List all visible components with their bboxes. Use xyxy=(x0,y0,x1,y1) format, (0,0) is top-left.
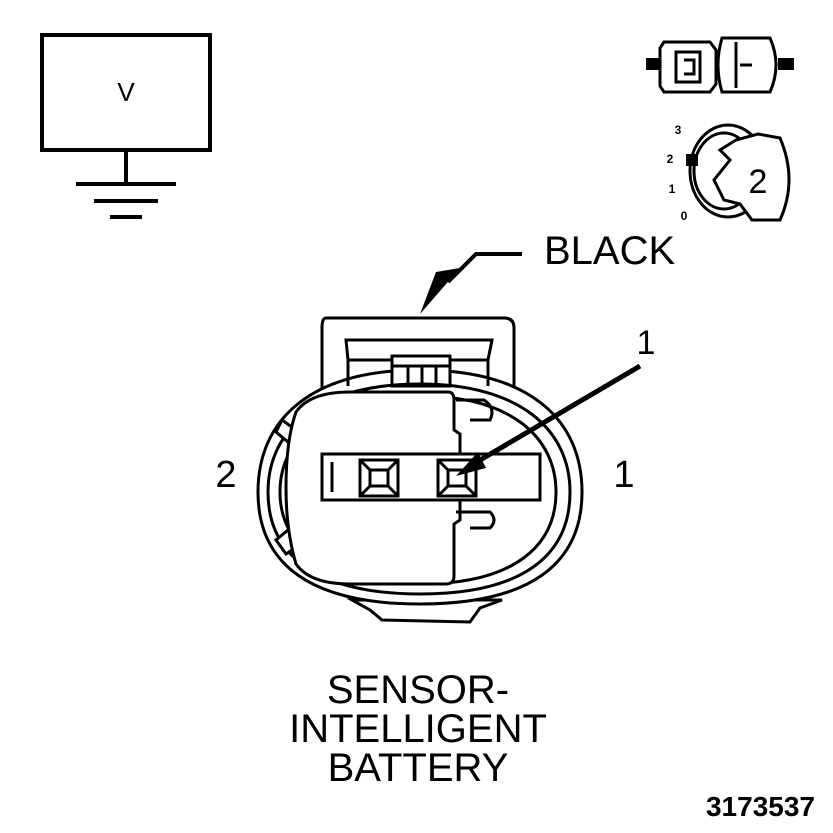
cavity-label-2: 2 xyxy=(215,454,236,496)
figure-number: 3173537 xyxy=(706,791,815,822)
ignition-key-position: 2 xyxy=(749,163,768,201)
connector-face xyxy=(256,316,584,624)
ignition-switch-icon: 3 2 1 0 2 xyxy=(667,123,791,223)
ignition-position-1: 1 xyxy=(669,182,676,196)
pin-callout-number: 1 xyxy=(637,324,656,362)
ignition-position-0: 0 xyxy=(681,209,688,223)
pin-1-leader xyxy=(456,363,642,476)
terminal-cavity-2 xyxy=(358,458,400,498)
wire-color-callout xyxy=(420,252,522,314)
ignition-position-2: 2 xyxy=(667,152,674,166)
component-title-line-1: SENSOR- xyxy=(327,668,509,712)
voltmeter-label: V xyxy=(117,77,135,107)
component-title-line-2: INTELLIGENT xyxy=(289,707,547,751)
ignition-position-3: 3 xyxy=(675,123,682,137)
bottom-tab xyxy=(346,598,503,624)
cavity-label-1: 1 xyxy=(613,454,634,496)
disconnected-connector-icon xyxy=(646,36,794,94)
component-title: SENSOR- INTELLIGENT BATTERY xyxy=(289,668,547,790)
wire-color-label: BLACK xyxy=(544,229,675,273)
voltmeter-symbol xyxy=(40,33,212,219)
component-title-line-3: BATTERY xyxy=(328,746,509,790)
ground-icon xyxy=(76,182,176,219)
